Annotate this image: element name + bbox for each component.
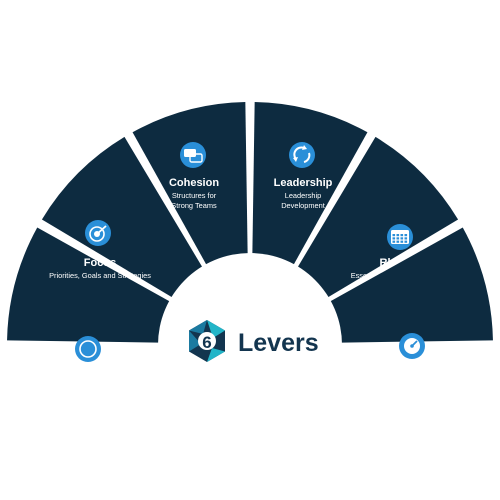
segment-cohesion-subtitle: Strong Teams — [171, 201, 217, 210]
calendar-icon — [387, 224, 413, 250]
center-circle — [158, 253, 342, 437]
segment-momentum-subtitle: Action Orientation and — [373, 380, 446, 389]
segment-cohesion-title: Cohesion — [169, 177, 219, 189]
segment-momentum-subtitle: Continuous Improvement — [369, 390, 452, 399]
compass-icon — [75, 336, 101, 362]
segment-focus-title: Focus — [84, 257, 116, 269]
gauge-icon — [399, 333, 425, 359]
target-icon — [85, 220, 111, 246]
segment-leadership-subtitle: Development — [281, 201, 325, 210]
segment-identity-title: Identity — [68, 371, 108, 383]
logo-icon: 6 — [189, 320, 225, 362]
center-hub: 6 Levers — [158, 253, 342, 437]
segment-identity-subtitle: Beliefs and Purpose — [55, 385, 121, 394]
brand-text: Levers — [238, 329, 319, 357]
segment-leadership-subtitle: Leadership — [285, 191, 322, 200]
segment-momentum-title: Momentum — [381, 366, 440, 378]
chat-bubbles-icon — [180, 142, 206, 168]
logo-digit: 6 — [202, 333, 211, 352]
segment-leadership-title: Leadership — [274, 177, 333, 189]
segment-cohesion-subtitle: Structures for — [172, 191, 217, 200]
recycle-arrows-icon — [289, 142, 315, 168]
segment-focus-subtitle: Priorities, Goals and Strategies — [49, 271, 151, 280]
